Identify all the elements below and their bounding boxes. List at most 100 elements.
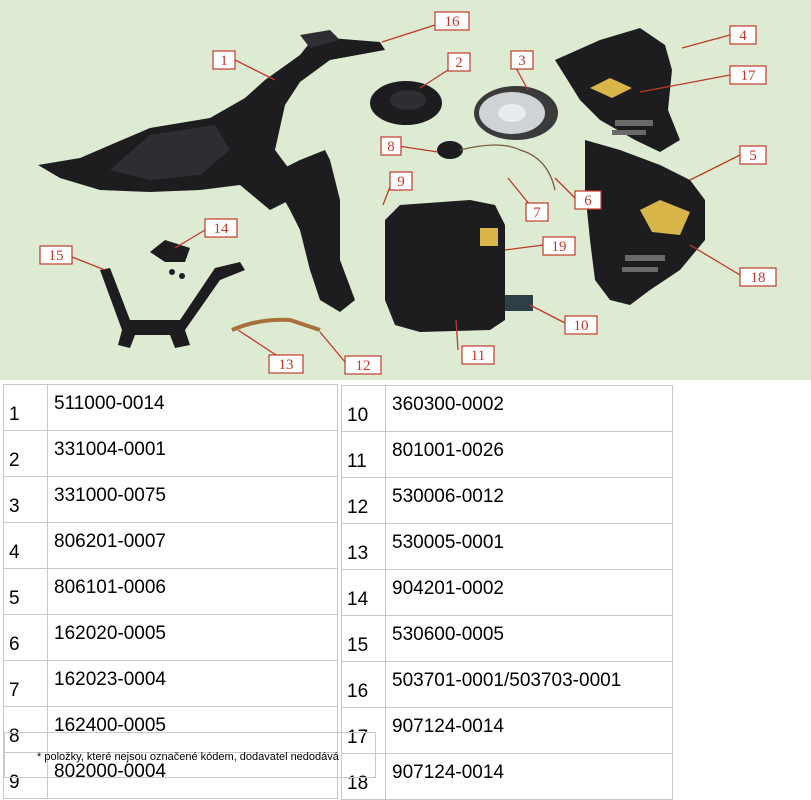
part-code: 162020-0005 bbox=[47, 614, 338, 661]
callout-11: 11 bbox=[461, 345, 495, 365]
position-number: 16 bbox=[341, 661, 386, 708]
strap-part bbox=[231, 317, 321, 332]
part-code: 511000-0014 bbox=[47, 384, 338, 431]
part-code: 907124-0014 bbox=[385, 707, 673, 754]
stand-part bbox=[100, 262, 245, 348]
svg-text:6: 6 bbox=[584, 193, 592, 209]
part-code: 162023-0004 bbox=[47, 660, 338, 707]
callout-12: 12 bbox=[344, 355, 382, 375]
upper-side-cover-part bbox=[555, 28, 680, 152]
tank-part bbox=[385, 200, 533, 332]
svg-text:5: 5 bbox=[749, 148, 757, 164]
position-number: 5 bbox=[3, 568, 48, 615]
svg-text:12: 12 bbox=[356, 358, 371, 374]
part-code: 331004-0001 bbox=[47, 430, 338, 477]
callout-18: 18 bbox=[739, 267, 777, 287]
lower-side-cover-part bbox=[585, 140, 705, 305]
position-number: 4 bbox=[3, 522, 48, 569]
position-number: 6 bbox=[3, 614, 48, 661]
frame-part bbox=[38, 30, 385, 312]
svg-text:2: 2 bbox=[455, 55, 463, 71]
position-number: 1 bbox=[3, 384, 48, 431]
position-number: 12 bbox=[341, 477, 386, 524]
cap-part bbox=[370, 81, 442, 125]
position-number: 13 bbox=[341, 523, 386, 570]
svg-text:16: 16 bbox=[445, 14, 461, 30]
position-number: 17 bbox=[341, 707, 386, 754]
svg-text:1: 1 bbox=[220, 53, 228, 69]
part-code: 806101-0006 bbox=[47, 568, 338, 615]
svg-text:4: 4 bbox=[739, 28, 747, 44]
position-number: 3 bbox=[3, 476, 48, 523]
part-code: 360300-0002 bbox=[385, 385, 673, 432]
callout-16: 16 bbox=[434, 11, 470, 31]
callout-1: 1 bbox=[212, 50, 236, 70]
callout-8: 8 bbox=[380, 136, 402, 156]
callout-19: 19 bbox=[542, 236, 576, 256]
part-code: 530600-0005 bbox=[385, 615, 673, 662]
callout-7: 7 bbox=[525, 202, 549, 222]
svg-text:9: 9 bbox=[397, 174, 405, 190]
svg-text:13: 13 bbox=[279, 357, 294, 373]
part-code: 530005-0001 bbox=[385, 523, 673, 570]
position-number: 2 bbox=[3, 430, 48, 477]
svg-text:15: 15 bbox=[49, 248, 64, 264]
callout-15: 15 bbox=[39, 245, 73, 265]
part-code: 907124-0014 bbox=[385, 753, 673, 800]
position-number: 10 bbox=[341, 385, 386, 432]
connector-part bbox=[437, 141, 556, 191]
svg-text:11: 11 bbox=[471, 348, 485, 364]
callout-14: 14 bbox=[204, 218, 238, 238]
footnote: * položky, které nejsou označené kódem, … bbox=[4, 732, 376, 778]
callout-13: 13 bbox=[268, 354, 304, 374]
svg-text:10: 10 bbox=[574, 318, 589, 334]
part-code: 806201-0007 bbox=[47, 522, 338, 569]
svg-text:18: 18 bbox=[751, 270, 766, 286]
svg-text:19: 19 bbox=[552, 239, 567, 255]
part-code: 331000-0075 bbox=[47, 476, 338, 523]
callout-2: 2 bbox=[447, 52, 471, 72]
callout-10: 10 bbox=[564, 315, 598, 335]
position-number: 14 bbox=[341, 569, 386, 616]
svg-text:14: 14 bbox=[214, 221, 230, 237]
callout-17: 17 bbox=[729, 65, 767, 85]
callout-4: 4 bbox=[729, 25, 757, 45]
part-code: 503701-0001/503703-0001 bbox=[385, 661, 673, 708]
part-code: 530006-0012 bbox=[385, 477, 673, 524]
callout-9: 9 bbox=[389, 171, 413, 191]
callout-3: 3 bbox=[510, 50, 534, 70]
svg-text:3: 3 bbox=[518, 53, 526, 69]
parts-diagram: 1 2 3 4 5 6 7 8 9 10 11 12 bbox=[0, 0, 811, 380]
callout-6: 6 bbox=[574, 190, 602, 210]
svg-text:8: 8 bbox=[387, 139, 395, 155]
position-number: 7 bbox=[3, 660, 48, 707]
position-number: 15 bbox=[341, 615, 386, 662]
headlight-part bbox=[474, 86, 558, 140]
part-code: 801001-0026 bbox=[385, 431, 673, 478]
svg-text:17: 17 bbox=[741, 68, 757, 84]
callout-5: 5 bbox=[739, 145, 767, 165]
position-number: 11 bbox=[341, 431, 386, 478]
part-code: 904201-0002 bbox=[385, 569, 673, 616]
leader-lines bbox=[66, 24, 741, 363]
svg-text:7: 7 bbox=[533, 205, 541, 221]
